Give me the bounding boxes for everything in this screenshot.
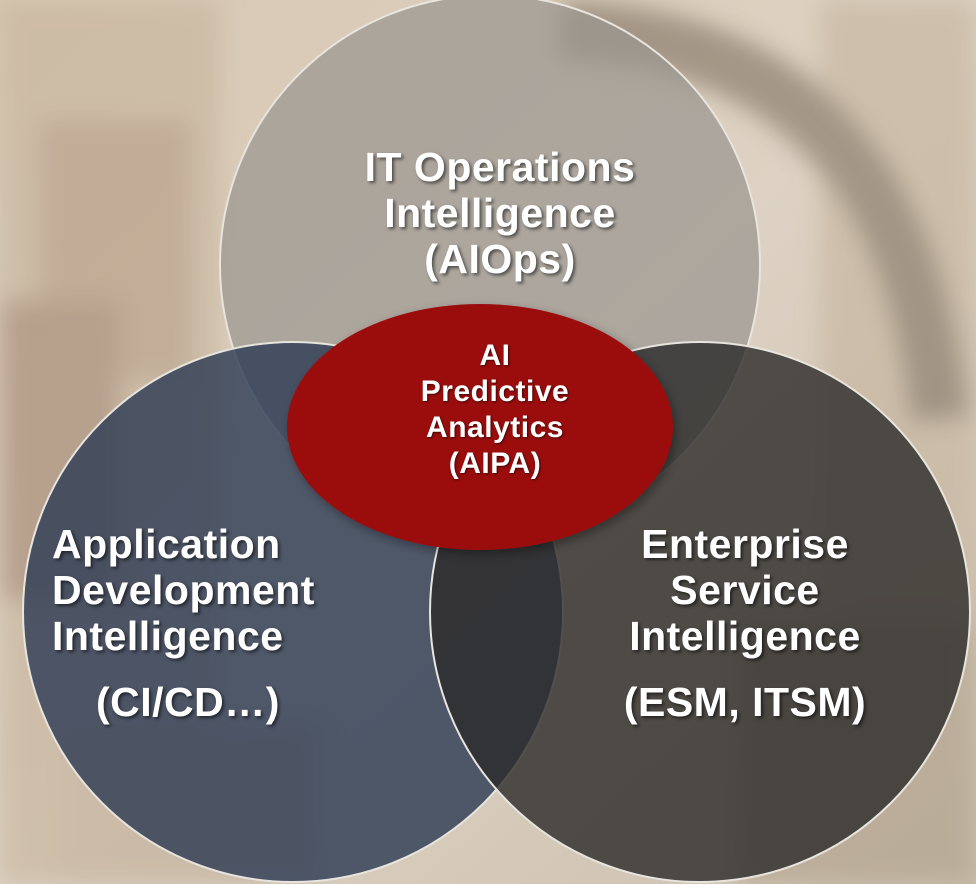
top-label-line-3: (AIOps) (424, 235, 576, 282)
right-label-sub: (ESM, ITSM) (623, 678, 867, 725)
center-label-line-4: (AIPA) (448, 447, 542, 480)
left-label-line-3: Intelligence (52, 612, 284, 659)
top-label-line-1: IT Operations (364, 144, 636, 190)
right-label-line-2: Service (670, 566, 820, 613)
right-label-line-1: Enterprise (641, 521, 849, 567)
left-circle-label: Application Development Intelligence (CI… (52, 521, 422, 726)
top-label-line-2: Intelligence (384, 189, 616, 236)
center-label: AI Predictive Analytics (AIPA) (335, 338, 655, 482)
left-label-line-2: Development (52, 566, 315, 613)
center-label-line-2: Predictive (420, 375, 570, 408)
center-label-line-1: AI (479, 339, 511, 372)
right-circle-label: Enterprise Service Intelligence (ESM, IT… (585, 521, 905, 726)
right-label-line-3: Intelligence (629, 612, 861, 659)
top-circle-label: IT Operations Intelligence (AIOps) (300, 144, 700, 283)
center-ellipse (287, 304, 673, 550)
center-label-line-3: Analytics (426, 411, 564, 444)
left-label-sub: (CI/CD…) (96, 678, 280, 725)
left-label-line-1: Application (52, 521, 281, 567)
